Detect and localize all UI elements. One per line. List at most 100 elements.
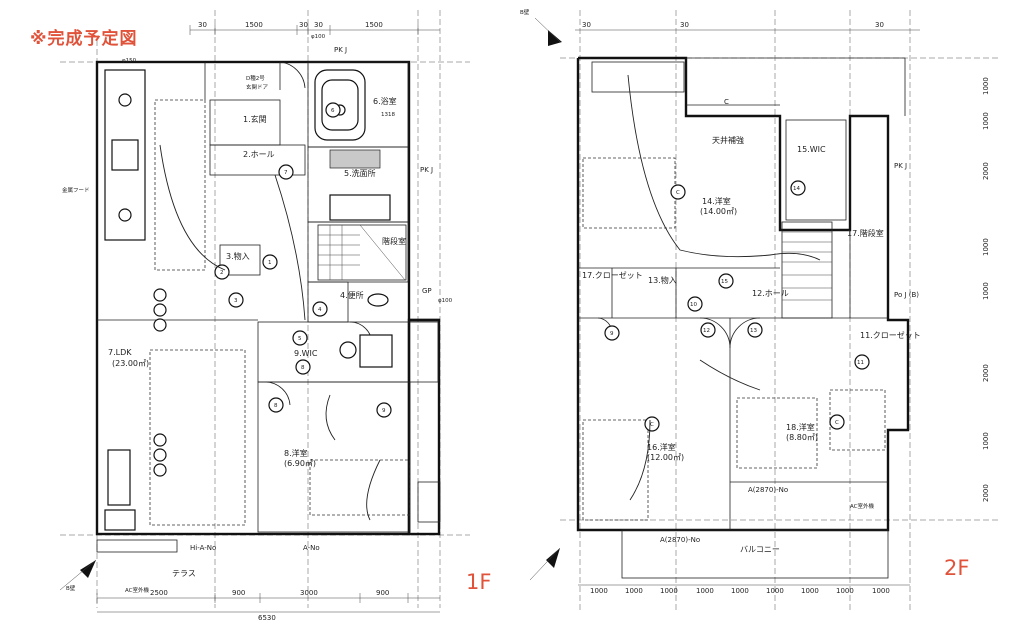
f2-a-2870-1: A(2870)-No bbox=[660, 536, 700, 544]
f2-ac-outdoor: AC室外機 bbox=[850, 502, 875, 510]
f1-a-no: A-No bbox=[303, 544, 320, 552]
f1-marker-8a: 8 bbox=[301, 365, 305, 371]
f2-balcony: バルコニー bbox=[740, 545, 780, 554]
f2-right-dim-5: 1000 bbox=[982, 282, 990, 300]
f1-top-dim-4: 30 bbox=[299, 21, 308, 29]
f2-right-dim-4: 1000 bbox=[982, 238, 990, 256]
f1-shoe-box: D種2号 bbox=[246, 74, 265, 82]
f1-pkj-side: PK J bbox=[420, 166, 433, 174]
f1-top-dim-1: 30 bbox=[198, 21, 207, 29]
f1-top-dim-3: 30 bbox=[314, 21, 323, 29]
f1-top-dim-2: 1500 bbox=[245, 21, 263, 29]
f1-room-toilet: 4.便所 bbox=[340, 290, 364, 300]
f2-bottom-dim-2: 1000 bbox=[625, 587, 643, 595]
f2-room-western-14: 14.洋室 bbox=[702, 196, 731, 206]
f2-room-closet-17: 17.クローゼット bbox=[582, 270, 643, 280]
f1-marker-7: 7 bbox=[284, 170, 288, 176]
f2-ceiling-reinforce: 天井補強 bbox=[712, 135, 744, 145]
f1-room-western-area: (6.90㎡) bbox=[284, 459, 316, 468]
floor1-label: 1F bbox=[466, 570, 492, 594]
f2-a-2870-2: A(2870)-No bbox=[748, 486, 788, 494]
f2-marker-c1: C bbox=[676, 190, 680, 196]
f2-right-dim-2: 1000 bbox=[982, 112, 990, 130]
f2-room-western-16: 16.洋室 bbox=[647, 442, 676, 452]
f1-room-ldk-area: (23.00㎡) bbox=[112, 359, 149, 368]
f1-marker-3: 3 bbox=[234, 298, 238, 304]
f1-gas-hood: 金属フード bbox=[62, 186, 90, 194]
f1-circle-markers: 1 2 3 4 5 6 7 8 8 9 bbox=[214, 102, 392, 418]
f1-room-stair: 階段室 bbox=[382, 236, 406, 246]
f2-room-western-18: 18.洋室 bbox=[786, 422, 815, 432]
f1-bottom-dim-2: 900 bbox=[232, 589, 245, 597]
f2-room-stair: 17.階段室 bbox=[847, 228, 884, 238]
f2-corner-note: B壁 bbox=[520, 8, 530, 16]
f2-bottom-dim-3: 1000 bbox=[660, 587, 678, 595]
f2-bottom-dim-4: 1000 bbox=[696, 587, 714, 595]
f1-entrance-door: 玄関ドア bbox=[246, 83, 269, 91]
f1-marker-2: 2 bbox=[220, 270, 224, 276]
floor2-label: 2F bbox=[944, 556, 970, 580]
f2-right-dim-7: 1000 bbox=[982, 432, 990, 450]
f2-marker-12: 12 bbox=[703, 328, 710, 334]
f2-c-label: C bbox=[724, 98, 729, 106]
f2-marker-14: 14 bbox=[793, 186, 800, 192]
f1-hi-a: Hi-A-No bbox=[190, 544, 216, 552]
f2-pkj: PK J bbox=[894, 162, 907, 170]
f1-ac-outdoor: AC室外機 bbox=[125, 586, 150, 594]
f2-bottom-dim-5: 1000 bbox=[731, 587, 749, 595]
f1-terrace: テラス bbox=[172, 569, 196, 578]
f1-room-wic: 9.WIC bbox=[294, 349, 318, 358]
f1-bottom-dim-1: 2500 bbox=[150, 589, 168, 597]
f2-room-western-16-area: (12.00㎡) bbox=[647, 453, 684, 462]
f1-bottom-dim-3: 3000 bbox=[300, 589, 318, 597]
f1-marker-1: 1 bbox=[268, 260, 272, 266]
f2-right-dim-3: 2000 bbox=[982, 162, 990, 180]
f2-room-hall: 12.ホール bbox=[752, 289, 789, 298]
f1-marker-8b: 8 bbox=[274, 403, 278, 409]
f2-bottom-dim-7: 1000 bbox=[801, 587, 819, 595]
f2-room-wic: 15.WIC bbox=[797, 145, 826, 154]
f2-stairs bbox=[781, 221, 833, 319]
floor1-plan: 30 1500 30 30 1500 bbox=[59, 10, 470, 622]
floor2-plan: 30 30 30 bbox=[520, 8, 1000, 610]
f2-right-dims: 1000 1000 2000 1000 1000 2000 1000 2000 bbox=[982, 77, 990, 502]
f1-phi100: φ100 bbox=[311, 34, 326, 40]
f1-marker-9: 9 bbox=[382, 408, 386, 414]
f1-stairs bbox=[317, 224, 407, 281]
f1-room-washroom: 5.洗面所 bbox=[344, 168, 376, 178]
f2-right-dim-6: 2000 bbox=[982, 364, 990, 382]
f2-room-closet-11: 11.クローゼット bbox=[860, 330, 921, 340]
f2-marker-11: 11 bbox=[857, 360, 864, 366]
f2-top-dim-1: 30 bbox=[582, 21, 591, 29]
f2-right-dim-8: 2000 bbox=[982, 484, 990, 502]
f1-room-storage: 3.物入 bbox=[226, 251, 250, 261]
f2-room-storage: 13.物入 bbox=[648, 275, 677, 285]
f2-marker-c3: C bbox=[835, 420, 839, 426]
f1-room-bath: 6.浴室 bbox=[373, 96, 397, 106]
f2-marker-c2: C bbox=[650, 422, 654, 428]
f1-total-width: 6530 bbox=[258, 614, 276, 622]
f1-bath-size: 1318 bbox=[381, 112, 395, 118]
f1-room-hall: 2.ホール bbox=[243, 150, 275, 159]
f2-bottom-dim-1: 1000 bbox=[590, 587, 608, 595]
f1-pkj: PK J bbox=[334, 46, 347, 54]
f2-circle-markers: 9 10 11 12 13 14 15 C C C bbox=[604, 180, 870, 432]
f2-top-dim-3: 30 bbox=[875, 21, 884, 29]
f1-phi150: φ150 bbox=[122, 58, 137, 64]
f2-room-western-18-area: (8.80㎡) bbox=[786, 433, 818, 442]
f1-room-ldk: 7.LDK bbox=[108, 348, 132, 357]
f2-marker-10: 10 bbox=[690, 302, 697, 308]
f1-marker-6: 6 bbox=[331, 108, 335, 114]
f2-top-dim-2: 30 bbox=[680, 21, 689, 29]
f1-top-dim-5: 1500 bbox=[365, 21, 383, 29]
f1-gp: GP bbox=[422, 287, 432, 295]
f2-room-western-14-area: (14.00㎡) bbox=[700, 207, 737, 216]
f2-marker-13: 13 bbox=[750, 328, 757, 334]
f2-right-dim-1: 1000 bbox=[982, 77, 990, 95]
completion-badge: ※完成予定図 bbox=[30, 29, 138, 49]
f1-corner-note: B壁 bbox=[66, 584, 76, 592]
f1-room-entrance: 1.玄関 bbox=[243, 114, 267, 124]
f2-bottom-dim-9: 1000 bbox=[872, 587, 890, 595]
f2-marker-9: 9 bbox=[610, 331, 614, 337]
